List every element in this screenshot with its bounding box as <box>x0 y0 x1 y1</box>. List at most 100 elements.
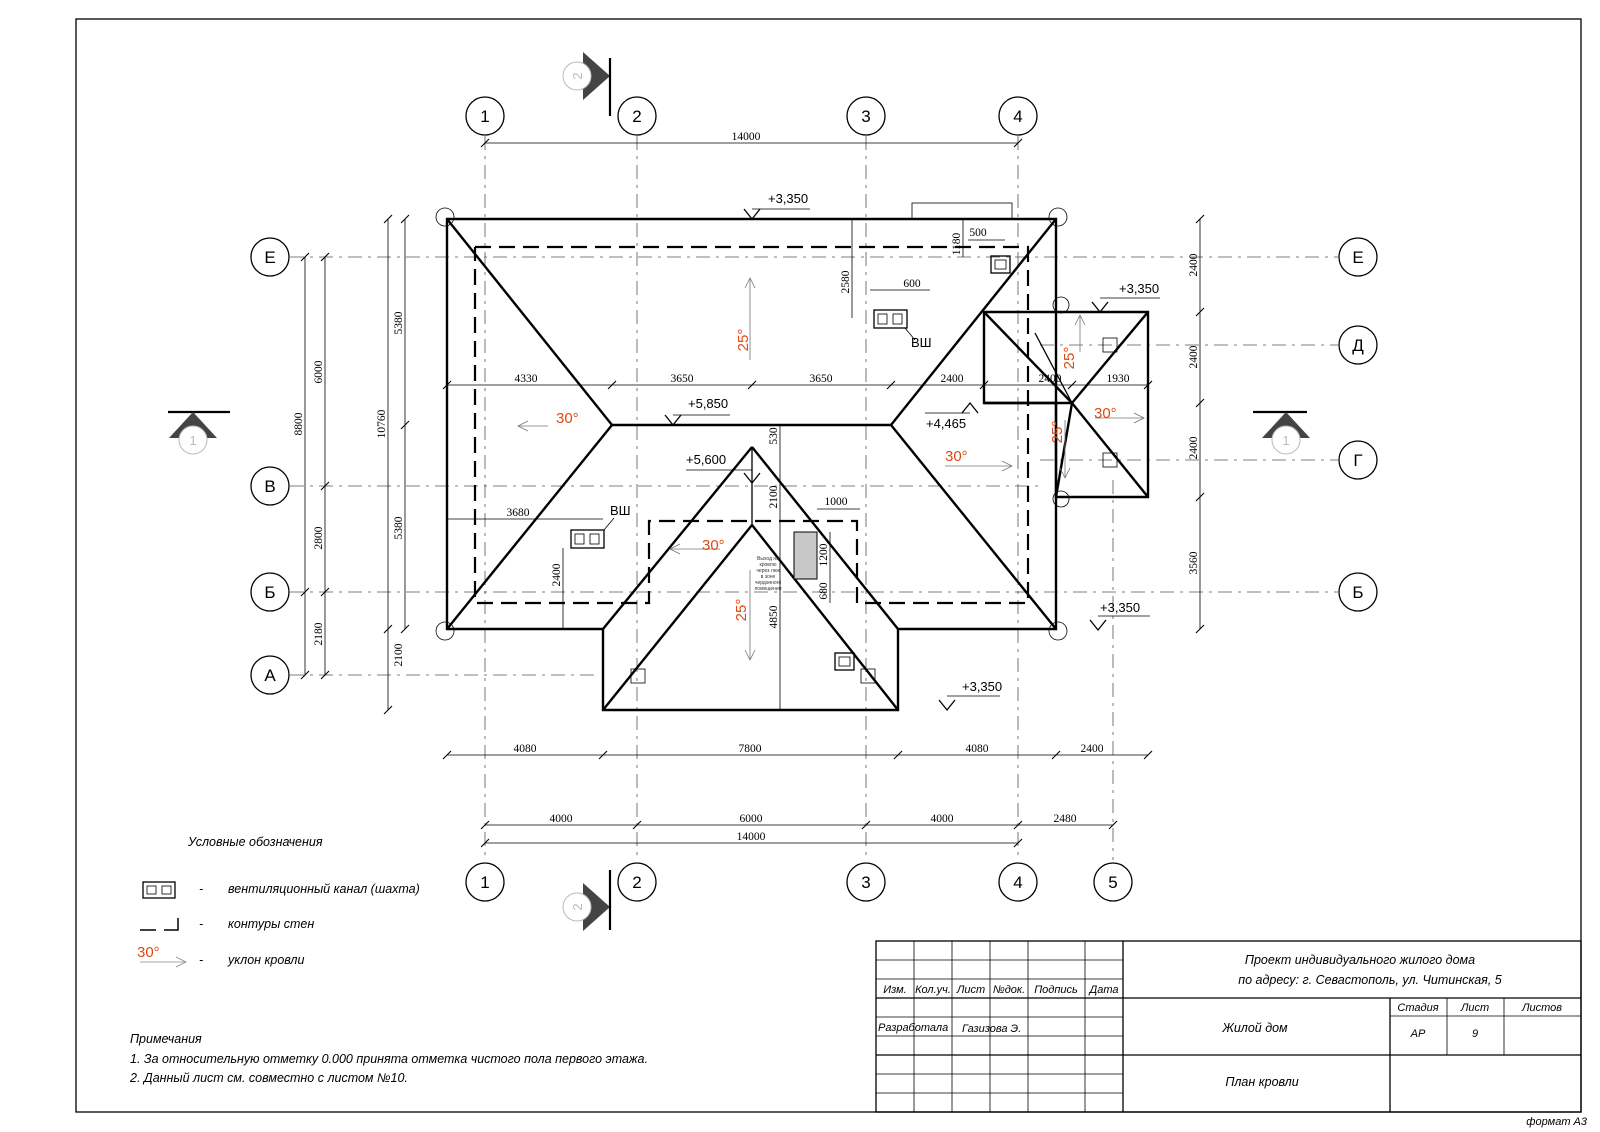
dim-bottom: 4000 <box>931 813 954 825</box>
hatch-note: Выход на кровлю через люк в зоне чердачн… <box>755 556 782 592</box>
axis-bubbles-top: 1 2 3 4 <box>465 96 1038 136</box>
slope-label: 25° <box>1049 421 1066 444</box>
level-corner-eave: +3,350 <box>1100 600 1140 615</box>
section-mark-2-top: 2 <box>562 52 612 116</box>
corner-marks <box>435 207 1070 641</box>
level-wing-eave: +3,350 <box>1119 281 1159 296</box>
legend-title: Условные обозначения <box>187 835 323 849</box>
hatch-note-line: чердачного <box>755 580 782 586</box>
tb-stage-label: Стадия <box>1397 1002 1438 1014</box>
axis-label: Б <box>1352 583 1363 602</box>
section-number: 2 <box>570 72 585 79</box>
dim-left-roof: 5380 <box>393 311 405 334</box>
section-number: 2 <box>570 903 585 910</box>
level-ridge-wing: +4,465 <box>926 416 966 431</box>
tb-sheet-name: План кровли <box>1225 1075 1298 1089</box>
dim-ridge: 2400 <box>941 373 964 385</box>
axis-label: 4 <box>1013 873 1022 892</box>
vsh-label-mid: ВШ <box>911 335 932 350</box>
dim-bottom: 6000 <box>740 813 763 825</box>
hatch-note-line: кровлю <box>760 562 777 568</box>
tb-header: Дата <box>1087 984 1118 996</box>
dim-ridge: 4330 <box>515 373 538 385</box>
tb-sheet-label: Лист <box>1460 1002 1489 1014</box>
dim-hatch: 1200 <box>818 543 830 566</box>
axis-label: 4 <box>1013 107 1022 126</box>
axis-label: 1 <box>480 107 489 126</box>
vent-shaft-mid <box>873 309 908 329</box>
title-block: Изм. Кол.уч. Лист №док. Подпись Дата Раз… <box>875 940 1582 1113</box>
notes-title: Примечания <box>130 1032 202 1046</box>
legend-dash: - <box>199 917 203 931</box>
legend-slope: 30° <box>137 944 160 961</box>
dimension-ticks <box>300 138 1205 848</box>
axis-label: 5 <box>1108 873 1117 892</box>
level-bottom-eave: +3,350 <box>962 679 1002 694</box>
axis-label: 3 <box>861 873 870 892</box>
roof-hatch <box>793 531 818 580</box>
section-mark-1-right: 1 <box>1253 410 1310 455</box>
section-number: 1 <box>1282 433 1289 448</box>
dimension-texts: 14000 4080 7800 4080 2400 4000 6000 4000… <box>293 131 1200 843</box>
vent-shaft-left <box>570 529 605 549</box>
legend-item: контуры стен <box>228 917 314 931</box>
dim-hatch: 680 <box>818 582 830 600</box>
dim-shaft: 2580 <box>840 270 852 293</box>
axis-label: 2 <box>632 107 641 126</box>
slope-arrows <box>517 277 1145 661</box>
dim-left-outer: 8800 <box>293 412 305 435</box>
vent-shaft-gable <box>834 652 855 671</box>
tb-developer-label: Разработала <box>878 1022 948 1034</box>
slope-label: 30° <box>1094 405 1117 422</box>
legend-item: уклон кровли <box>227 953 304 967</box>
tb-project-line: Проект индивидуального жилого дома <box>1245 953 1475 967</box>
tb-header: №док. <box>993 984 1025 996</box>
tb-developer-name: Газизова Э. <box>962 1023 1021 1035</box>
sheet-format: формат А3 <box>1526 1116 1588 1128</box>
tb-header: Лист <box>956 984 985 996</box>
level-ridge-main: +5,850 <box>688 396 728 411</box>
axis-bubbles-left: Е В Б А <box>250 237 290 695</box>
hatch-note-line: Выход на <box>757 556 779 562</box>
notes: Примечания 1. За относительную отметку 0… <box>129 1032 648 1085</box>
axis-label: Б <box>264 583 275 602</box>
tb-sheet: 9 <box>1472 1028 1478 1040</box>
section-number: 1 <box>189 433 196 448</box>
axis-label: Е <box>264 248 275 267</box>
dim-bottom-total: 14000 <box>737 831 766 843</box>
hatch-note-line: помещения <box>755 586 782 592</box>
dim-eave: 4080 <box>966 743 989 755</box>
axis-bubbles-bottom: 1 2 3 4 5 <box>465 862 1133 902</box>
tb-sheets-label: Листов <box>1521 1002 1562 1014</box>
dim-gable: 4850 <box>768 605 780 628</box>
axis-label: Д <box>1352 336 1364 355</box>
tb-header: Подпись <box>1034 984 1078 996</box>
dim-right: 2400 <box>1188 345 1200 368</box>
slope-label: 25° <box>1061 347 1078 370</box>
dim-ridge: 3650 <box>810 373 833 385</box>
slope-label: 30° <box>945 448 968 465</box>
dim-gable: 2100 <box>768 485 780 508</box>
axis-bubbles-right: Е Д Г Б <box>1338 237 1378 612</box>
dim-right: 3560 <box>1188 551 1200 574</box>
slope-label: 25° <box>733 599 750 622</box>
legend-dash: - <box>199 953 203 967</box>
notes-line: 1. За относительную отметку 0.000 принят… <box>130 1052 648 1066</box>
dim-eave: 7800 <box>739 743 762 755</box>
dim-left-roof: 5380 <box>393 516 405 539</box>
tb-header: Кол.уч. <box>915 984 951 996</box>
dim-right: 2400 <box>1188 253 1200 276</box>
axis-label: Г <box>1353 451 1362 470</box>
notes-line: 2. Данный лист см. совместно с листом №1… <box>129 1071 408 1085</box>
axis-label: А <box>264 666 276 685</box>
dim-ridge: 1930 <box>1107 373 1130 385</box>
dimension-lines <box>304 142 1201 844</box>
dim-lower-left: 3680 <box>507 507 530 519</box>
wall-contour <box>473 245 1030 605</box>
tb-header: Изм. <box>883 984 906 996</box>
axis-label: 3 <box>861 107 870 126</box>
section-mark-2-bottom: 2 <box>562 870 612 931</box>
axis-label: Е <box>1352 248 1363 267</box>
dim-ridge: 2400 <box>1039 373 1062 385</box>
